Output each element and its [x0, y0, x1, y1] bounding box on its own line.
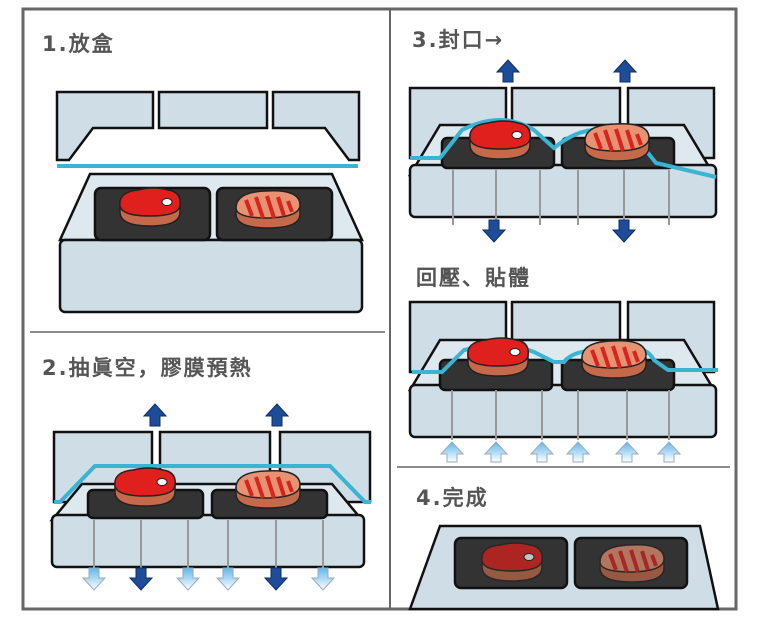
- step2-label: 2.抽眞空，膠膜預熱: [42, 356, 253, 380]
- step3b-illustration: [407, 300, 718, 440]
- step1-label: 1.放盒: [42, 32, 115, 56]
- step1-illustration: [55, 90, 364, 314]
- step4-label: 4.完成: [416, 486, 489, 510]
- step3-illustration: [407, 86, 718, 225]
- outer-frame: [21, 7, 738, 611]
- step2-illustration: [49, 430, 372, 570]
- step3-label: 3.封口→: [412, 28, 505, 52]
- step4-illustration: [408, 524, 720, 611]
- step3b-label: 回壓、貼體: [416, 266, 531, 290]
